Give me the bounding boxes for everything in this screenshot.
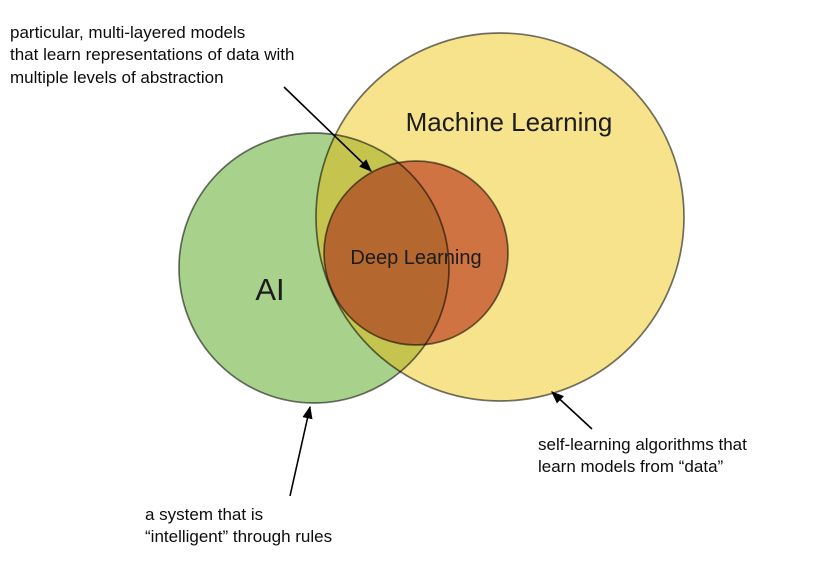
ml-circle-outline xyxy=(315,32,685,402)
dl-annotation: particular, multi-layered models that le… xyxy=(10,22,294,89)
annotation-line: “intelligent” through rules xyxy=(145,527,333,547)
ai-circle-outline xyxy=(178,132,450,404)
ai-annotation-arrow xyxy=(289,405,313,497)
annotation-line: particular, multi-layered models xyxy=(10,23,246,42)
ml-annotation-arrow xyxy=(551,391,593,430)
dl-ai-overlap xyxy=(324,161,449,345)
ai-annotation: a system that is “intelligent” through r… xyxy=(145,504,332,549)
ml-label: Machine Learning xyxy=(406,107,613,137)
annotation-line: multiple levels of abstraction xyxy=(10,67,224,87)
ml-annotation: self-learning algorithms that learn mode… xyxy=(538,434,747,479)
annotation-line: that learn representations of data with xyxy=(10,45,295,65)
ai-label: AI xyxy=(255,272,284,307)
annotation-line: self-learning algorithms that xyxy=(538,435,747,454)
dl-annotation-arrow xyxy=(283,86,372,172)
annotation-line: a system that is xyxy=(145,505,264,524)
dl-circle-outline xyxy=(323,160,509,346)
annotation-line: learn models from “data” xyxy=(538,457,724,477)
dl-label: Deep Learning xyxy=(350,247,481,269)
